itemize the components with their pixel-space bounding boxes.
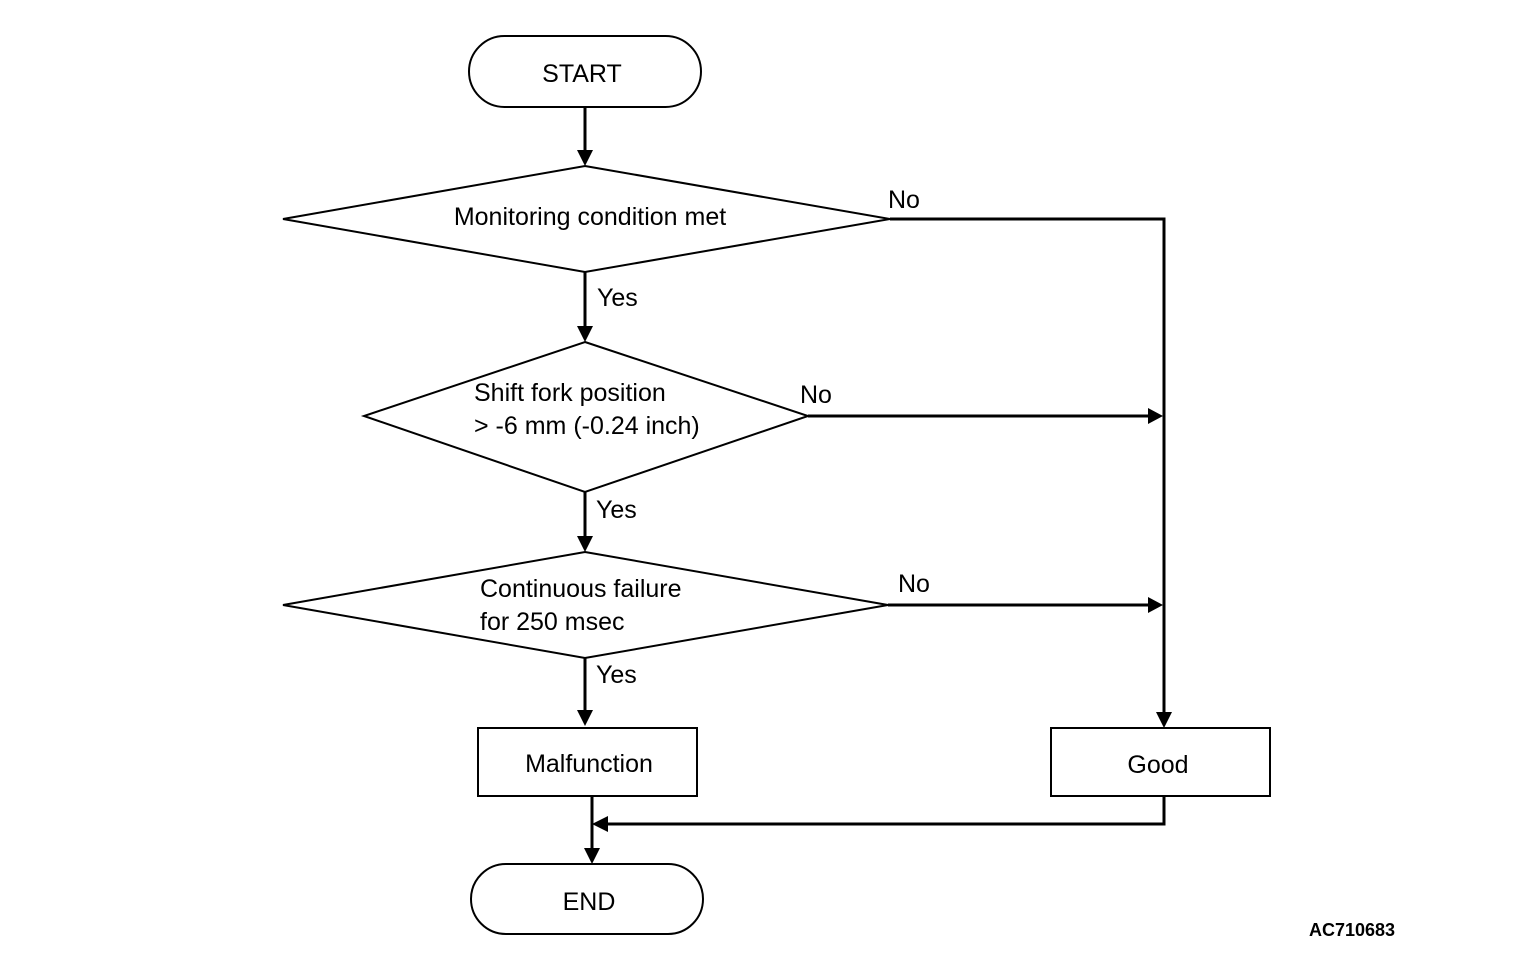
end-terminal (470, 863, 704, 935)
decision-monitoring-label: Monitoring condition met (454, 203, 726, 231)
decision-shift-fork-position (360, 340, 812, 494)
arrowhead (577, 326, 593, 342)
decision-shift-fork-label-line1: Shift fork position (474, 379, 666, 407)
process-good (1050, 727, 1271, 797)
branch-label-shift-fork-no: No (800, 381, 832, 409)
arrowhead (1156, 712, 1172, 728)
branch-label-monitoring-no: No (888, 186, 920, 214)
process-malfunction-label: Malfunction (525, 750, 653, 778)
decision-continuous-label-line2: for 250 msec (480, 608, 625, 636)
branch-label-continuous-yes: Yes (596, 661, 637, 689)
arrowhead (577, 710, 593, 726)
connector-good-to-join (606, 797, 1166, 826)
arrowhead (1148, 597, 1163, 613)
branch-label-shift-fork-yes: Yes (596, 496, 637, 524)
decision-shift-fork-label-line2: > -6 mm (-0.24 inch) (474, 412, 700, 440)
decision-continuous-failure (282, 550, 889, 660)
end-label: END (563, 888, 616, 916)
arrowhead (577, 536, 593, 552)
arrowhead (584, 848, 600, 864)
decision-monitoring-condition (282, 164, 891, 274)
arrowhead (577, 150, 593, 166)
figure-code: AC710683 (1309, 920, 1395, 940)
branch-label-monitoring-yes: Yes (597, 284, 638, 312)
arrowhead (1148, 408, 1163, 424)
connector-monitoring-no (890, 217, 1166, 714)
start-label: START (542, 60, 622, 88)
branch-label-continuous-no: No (898, 570, 930, 598)
process-malfunction (477, 727, 698, 797)
decision-continuous-label-line1: Continuous failure (480, 575, 682, 603)
start-terminal (468, 35, 702, 108)
arrowhead (592, 816, 608, 832)
process-good-label: Good (1127, 751, 1188, 779)
